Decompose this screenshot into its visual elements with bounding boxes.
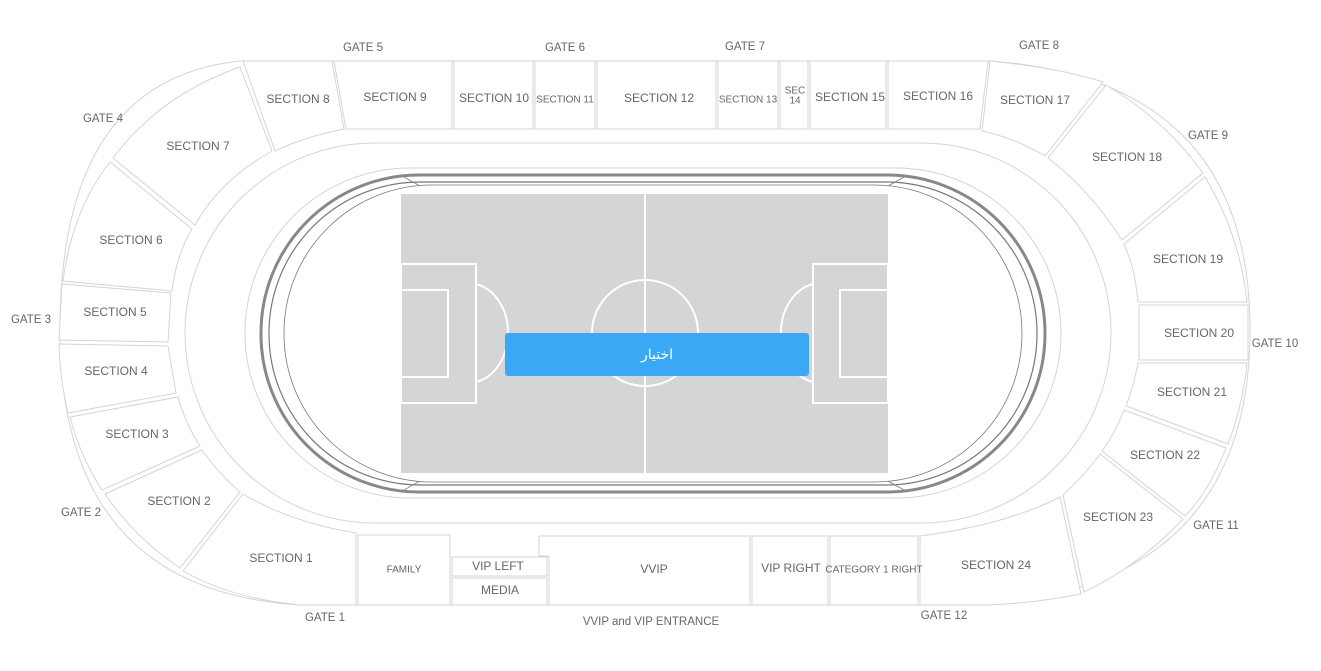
gate-4-label: GATE 4	[83, 113, 124, 125]
gate-2-label: GATE 2	[61, 507, 101, 519]
gate-3-label: GATE 3	[11, 314, 51, 326]
section-12[interactable]: SECTION 12	[596, 60, 717, 130]
gate-5-label: GATE 5	[343, 42, 383, 54]
family-block[interactable]: FAMILY	[357, 534, 451, 606]
gate-6-label: GATE 6	[545, 42, 585, 54]
track-mark	[403, 480, 421, 491]
gate-8-label: GATE 8	[1019, 40, 1059, 52]
section-15[interactable]: SECTION 15	[809, 60, 887, 130]
vip-right-block[interactable]: VIP RIGHT	[751, 535, 829, 606]
track-inner-line	[268, 181, 1038, 486]
section-20[interactable]: SECTION 20	[1138, 304, 1249, 361]
gate-7-label: GATE 7	[725, 41, 765, 53]
vvip-block[interactable]: VVIP	[538, 535, 751, 606]
media-block[interactable]: MEDIA	[451, 577, 548, 606]
section-10[interactable]: SECTION 10	[453, 60, 534, 130]
track-mark	[403, 176, 421, 187]
category-1-right-block[interactable]: CATEGORY 1 RIGHT	[825, 535, 923, 606]
gate-12-label: GATE 12	[921, 610, 967, 622]
vip-left-block[interactable]: VIP LEFT	[451, 556, 548, 577]
gate-10-label: GATE 10	[1252, 338, 1298, 350]
section-5[interactable]: SECTION 5	[58, 283, 172, 343]
section-13[interactable]: SECTION 13	[717, 60, 779, 130]
track-mark	[887, 480, 905, 491]
select-button[interactable]: اختيار	[505, 333, 809, 376]
section-9[interactable]: SECTION 9	[333, 60, 453, 130]
section-16[interactable]: SECTION 16	[887, 60, 989, 130]
infield-line	[283, 184, 1023, 483]
gate-1-label: GATE 1	[305, 612, 345, 624]
gate-11-label: GATE 11	[1193, 520, 1239, 532]
vvip-entrance-label: VVIP and VIP ENTRANCE	[583, 616, 720, 628]
section-11[interactable]: SECTION 11	[534, 60, 596, 130]
track-mark	[887, 176, 905, 187]
section-14[interactable]: SEC 14	[779, 60, 809, 130]
gate-9-label: GATE 9	[1188, 130, 1228, 142]
